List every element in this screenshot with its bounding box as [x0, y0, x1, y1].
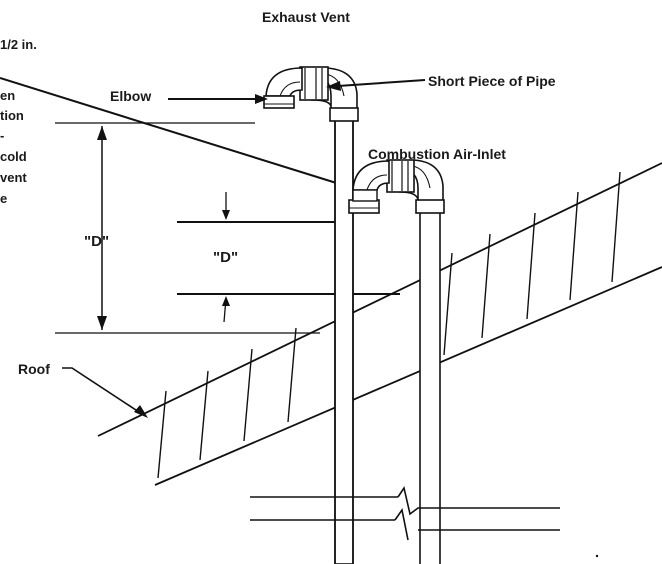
inlet-short-pipe — [386, 159, 415, 193]
dimension-d-outer-label: "D" — [84, 233, 109, 250]
inlet-pipe-collar — [415, 199, 445, 214]
exhaust-vent-title: Exhaust Vent — [262, 9, 350, 25]
combustion-air-inlet-pipe — [348, 159, 445, 564]
roof-section — [155, 178, 655, 485]
exhaust-short-pipe — [299, 66, 329, 101]
cutoff-note-line-7: e — [0, 191, 7, 206]
cutoff-note-line-3: tion — [0, 108, 24, 123]
cutoff-note-line-4: - — [0, 128, 4, 143]
cutoff-note: 1/2 in. en tion - cold vent e — [0, 37, 37, 206]
short-pipe-arrowhead — [326, 81, 341, 91]
cutoff-note-line-5: cold — [0, 149, 27, 164]
exhaust-pipe-collar — [329, 107, 359, 122]
short-pipe-leader — [337, 79, 426, 87]
dimension-d-inner-label: "D" — [213, 249, 238, 266]
cutoff-note-line-6: vent — [0, 170, 27, 185]
note-leader-line — [0, 77, 347, 187]
dim-inner-arrowhead-lower — [222, 296, 230, 306]
attic-floor-lines — [250, 486, 599, 558]
dim-inner-arrowhead-upper — [222, 210, 230, 220]
roof-bottom-edge — [154, 266, 662, 486]
roof-label: Roof — [18, 361, 50, 377]
break-line — [397, 486, 560, 516]
roof-leader-arrowhead — [134, 405, 148, 418]
inlet-elbow-neck — [352, 189, 378, 202]
dimension-lines — [55, 122, 400, 334]
short-pipe-label: Short Piece of Pipe — [428, 73, 556, 89]
exhaust-vent-pipe — [263, 66, 359, 564]
exhaust-elbow-outlet — [263, 95, 295, 109]
roof-leader-line — [62, 367, 143, 415]
inlet-elbow-outlet — [348, 199, 380, 214]
elbow-label: Elbow — [110, 88, 151, 104]
cutoff-note-line-2: en — [0, 88, 15, 103]
roof-hatching — [157, 171, 621, 479]
inlet-pipe-riser — [420, 212, 440, 564]
roof — [62, 162, 662, 486]
elbow-arrowhead — [255, 94, 268, 104]
cutoff-note-line-1: 1/2 in. — [0, 37, 37, 52]
dim-outer-arrowhead-top — [97, 126, 107, 140]
dim-outer-arrowhead-bottom — [97, 316, 107, 330]
stray-dot — [595, 554, 599, 558]
combustion-inlet-label: Combustion Air-Inlet — [368, 146, 506, 162]
roof-top-edge — [97, 162, 662, 437]
